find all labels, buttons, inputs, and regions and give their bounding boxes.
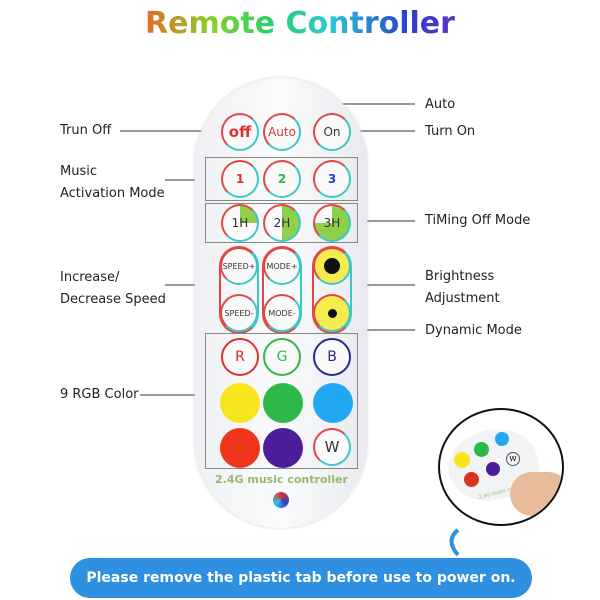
label-trun-off: Trun Off xyxy=(60,123,112,138)
label-bright-2: Adjustment xyxy=(425,291,500,306)
brightness-down-button[interactable] xyxy=(313,294,351,332)
inset-red xyxy=(464,472,479,487)
purple-button[interactable] xyxy=(263,428,303,468)
label-speed-2: Decrease Speed xyxy=(60,292,166,307)
music-1-button[interactable]: 1 xyxy=(221,160,259,198)
inset-purple xyxy=(486,462,500,476)
rgb-group xyxy=(205,333,358,469)
sky-blue-button[interactable] xyxy=(313,383,353,423)
red-button[interactable]: R xyxy=(221,338,259,376)
mode-down-button[interactable]: MODE- xyxy=(263,294,301,332)
timer-group xyxy=(205,203,358,243)
page-title: Remote Controller xyxy=(0,6,600,41)
label-turn-on: Turn On xyxy=(425,124,476,139)
green-button[interactable]: G xyxy=(263,338,301,376)
music-3-button[interactable]: 3 xyxy=(313,160,351,198)
music-2-button[interactable]: 2 xyxy=(263,160,301,198)
music-3-label: 3 xyxy=(327,172,337,186)
arrow-icon xyxy=(449,528,460,557)
timer-2h-button[interactable]: 2H xyxy=(263,204,301,242)
auto-button[interactable]: Auto xyxy=(263,113,301,151)
off-button[interactable]: off xyxy=(221,113,259,151)
brand-text: 2.4G music controller xyxy=(215,473,348,486)
label-speed-1: Increase/ xyxy=(60,270,120,285)
inset-yellow xyxy=(454,452,470,468)
mode-up-button[interactable]: MODE+ xyxy=(263,247,301,285)
inset-green xyxy=(474,442,489,457)
orange-red-button[interactable] xyxy=(220,428,260,468)
label-dynamic: Dynamic Mode xyxy=(425,323,522,338)
sun-large-icon xyxy=(324,258,340,274)
label-music-2: Activation Mode xyxy=(60,186,165,201)
music-1-label: 1 xyxy=(235,172,245,186)
brand-logo-icon xyxy=(273,492,289,508)
music-group xyxy=(205,157,358,201)
inset-w: W xyxy=(506,452,520,466)
label-timing: TiMing Off Mode xyxy=(425,213,531,228)
label-music-1: Music xyxy=(60,164,97,179)
label-bright-1: Brightness xyxy=(425,269,495,284)
brightness-up-button[interactable] xyxy=(313,247,351,285)
blue-button[interactable]: B xyxy=(313,338,351,376)
inset-blue xyxy=(495,432,509,446)
label-rgb: 9 RGB Color xyxy=(60,387,139,402)
speed-down-button[interactable]: SPEED- xyxy=(220,294,258,332)
dark-green-button[interactable] xyxy=(263,383,303,423)
inset-photo: W 2.4G music controller xyxy=(438,408,564,526)
music-2-label: 2 xyxy=(277,172,287,186)
timer-3h-button[interactable]: 3H xyxy=(313,204,351,242)
yellow-button[interactable] xyxy=(220,383,260,423)
sun-small-icon xyxy=(327,308,337,318)
timer-1h-button[interactable]: 1H xyxy=(221,204,259,242)
label-auto: Auto xyxy=(425,97,456,112)
notice-banner: Please remove the plastic tab before use… xyxy=(70,558,532,598)
speed-up-button[interactable]: SPEED+ xyxy=(220,247,258,285)
white-button[interactable]: W xyxy=(313,428,351,466)
inset-finger xyxy=(510,472,562,516)
on-button[interactable]: On xyxy=(313,113,351,151)
